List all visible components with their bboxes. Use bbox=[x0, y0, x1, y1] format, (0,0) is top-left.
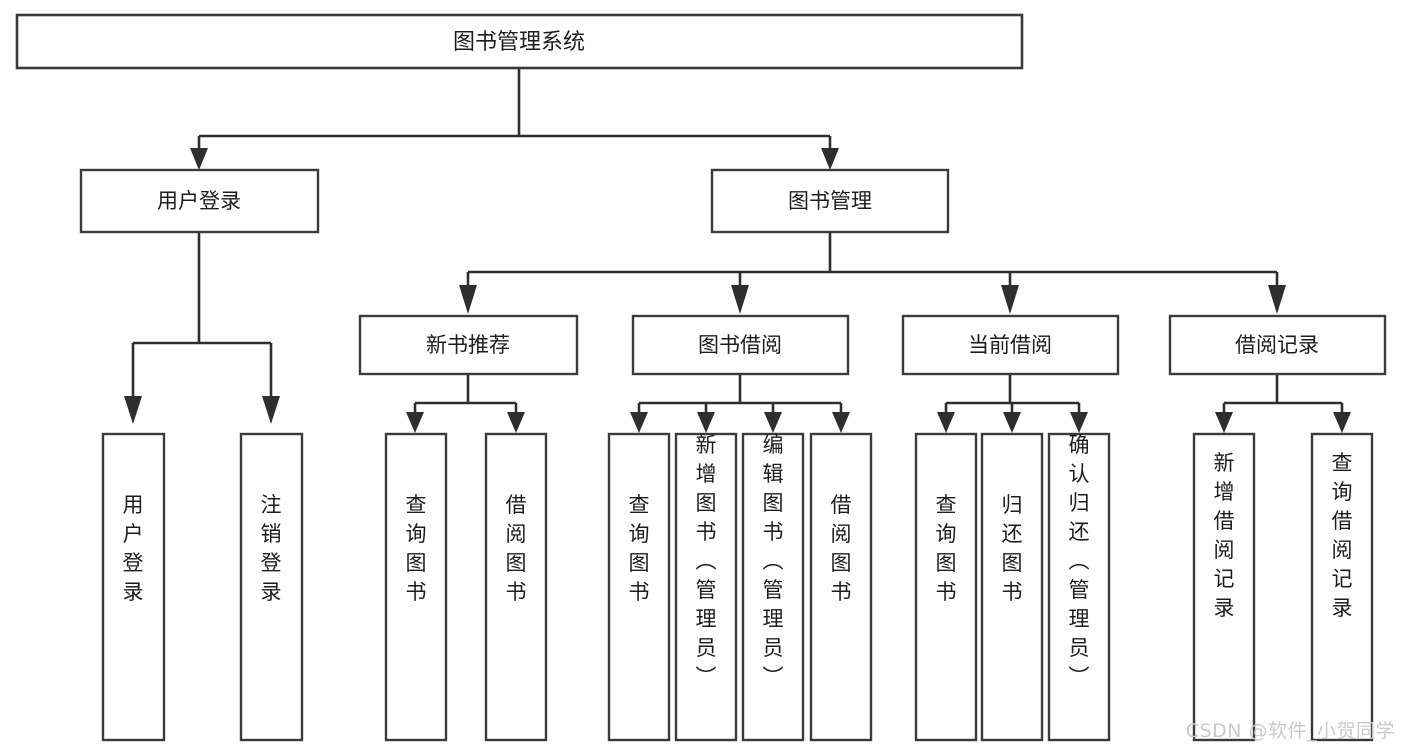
node-new-book-recommend[interactable]: 新书推荐 bbox=[358, 314, 579, 376]
node-leaf-add-record[interactable]: 新增借阅记录 bbox=[1192, 432, 1256, 742]
connector-layer bbox=[124, 68, 1351, 433]
node-book-manage[interactable]: 图书管理 bbox=[710, 168, 950, 234]
leaf-query-book-recommend-label: 查询图书 bbox=[406, 493, 427, 604]
leaf-add-book-box[interactable] bbox=[674, 432, 738, 742]
arrowhead-leaf-add-book bbox=[697, 412, 715, 433]
connector-borrow-to-leaves bbox=[637, 374, 843, 414]
book-manage-label: 图书管理 bbox=[788, 189, 872, 213]
leaf-confirm-return-label: 确认归还︵管理员︶ bbox=[1069, 433, 1090, 689]
borrow-record-label: 借阅记录 bbox=[1235, 333, 1319, 357]
node-leaf-query-record[interactable]: 查询借阅记录 bbox=[1310, 432, 1374, 742]
user-login-label: 用户登录 bbox=[157, 189, 241, 213]
arrowhead-leaf-add-record bbox=[1215, 412, 1233, 433]
leaf-query-book-current-label: 查询图书 bbox=[936, 493, 957, 604]
node-leaf-query-book-borrow[interactable]: 查询图书 bbox=[607, 432, 671, 742]
user-login-box[interactable] bbox=[79, 168, 320, 234]
leaf-borrow-book-recommend-box[interactable] bbox=[484, 432, 548, 742]
arrowhead-current-borrow bbox=[1001, 285, 1019, 314]
node-leaf-user-login[interactable]: 用户登录 bbox=[101, 432, 166, 742]
connector-userlogin-to-leaves bbox=[131, 232, 273, 398]
arrowhead-leaf-confirm-return bbox=[1070, 412, 1088, 433]
root-label: 图书管理系统 bbox=[453, 30, 585, 55]
leaf-borrow-book-label: 借阅图书 bbox=[831, 493, 852, 604]
arrowhead-user-login bbox=[190, 148, 208, 170]
arrowhead-leaf-borrow-book-1 bbox=[507, 412, 525, 433]
new-book-recommend-label: 新书推荐 bbox=[426, 333, 510, 357]
node-leaf-logout[interactable]: 注销登录 bbox=[239, 432, 304, 742]
leaf-borrow-book-recommend-label: 借阅图书 bbox=[506, 493, 527, 604]
book-borrow-box[interactable] bbox=[631, 314, 850, 376]
current-borrow-label: 当前借阅 bbox=[968, 333, 1052, 357]
leaf-return-book-box[interactable] bbox=[980, 432, 1044, 742]
arrowhead-leaf-query-record bbox=[1333, 412, 1351, 433]
arrowhead-leaf-borrow-book-2 bbox=[832, 412, 850, 433]
leaf-query-record-label: 查询借阅记录 bbox=[1332, 451, 1353, 620]
arrowhead-new-book-recommend bbox=[459, 285, 477, 314]
book-borrow-label: 图书借阅 bbox=[698, 333, 782, 357]
new-book-recommend-box[interactable] bbox=[358, 314, 579, 376]
leaf-query-book-current-box[interactable] bbox=[914, 432, 978, 742]
node-root[interactable]: 图书管理系统 bbox=[15, 13, 1024, 70]
leaf-edit-book-label: 编辑图书︵管理员︶ bbox=[763, 433, 784, 689]
leaf-query-book-borrow-label: 查询图书 bbox=[629, 493, 650, 604]
leaf-query-book-borrow-box[interactable] bbox=[607, 432, 671, 742]
leaf-borrow-book-box[interactable] bbox=[809, 432, 873, 742]
leaf-add-record-label: 新增借阅记录 bbox=[1214, 451, 1235, 620]
arrowhead-book-borrow bbox=[731, 285, 749, 314]
leaf-add-book-label: 新增图书︵管理员︶ bbox=[696, 433, 717, 689]
arrowhead-book-manage bbox=[821, 148, 839, 170]
root-box[interactable] bbox=[15, 13, 1024, 70]
arrowhead-leaf-query-book-3 bbox=[937, 412, 955, 433]
connector-record-to-leaves bbox=[1222, 374, 1344, 414]
node-current-borrow[interactable]: 当前借阅 bbox=[901, 314, 1120, 376]
leaf-edit-book-box[interactable] bbox=[741, 432, 805, 742]
leaf-add-record-box[interactable] bbox=[1192, 432, 1256, 742]
leaf-query-record-box[interactable] bbox=[1310, 432, 1374, 742]
leaf-user-login-box[interactable] bbox=[101, 432, 166, 742]
leaf-query-book-recommend-box[interactable] bbox=[384, 432, 448, 742]
arrowhead-leaf-logout bbox=[262, 396, 280, 424]
borrow-record-box[interactable] bbox=[1168, 314, 1387, 376]
book-manage-box[interactable] bbox=[710, 168, 950, 234]
node-book-borrow[interactable]: 图书借阅 bbox=[631, 314, 850, 376]
arrowhead-borrow-record bbox=[1268, 285, 1286, 314]
leaf-confirm-return-box[interactable] bbox=[1047, 432, 1111, 742]
arrowhead-leaf-return-book bbox=[1003, 412, 1021, 433]
node-leaf-confirm-return[interactable]: 确认归还︵管理员︶ bbox=[1047, 432, 1111, 742]
node-leaf-return-book[interactable]: 归还图书 bbox=[980, 432, 1044, 742]
node-borrow-record[interactable]: 借阅记录 bbox=[1168, 314, 1387, 376]
connector-current-to-leaves bbox=[944, 374, 1081, 414]
node-leaf-query-book-recommend[interactable]: 查询图书 bbox=[384, 432, 448, 742]
node-leaf-edit-book[interactable]: 编辑图书︵管理员︶ bbox=[741, 432, 805, 742]
leaf-logout-box[interactable] bbox=[239, 432, 304, 742]
arrowhead-leaf-query-book-2 bbox=[630, 412, 648, 433]
connector-recommend-to-leaves bbox=[413, 374, 518, 414]
arrowhead-leaf-query-book-1 bbox=[406, 412, 424, 433]
node-leaf-borrow-book-recommend[interactable]: 借阅图书 bbox=[484, 432, 548, 742]
leaf-logout-label: 注销登录 bbox=[261, 493, 282, 604]
current-borrow-box[interactable] bbox=[901, 314, 1120, 376]
node-leaf-add-book[interactable]: 新增图书︵管理员︶ bbox=[674, 432, 738, 742]
leaf-user-login-label: 用户登录 bbox=[123, 493, 144, 604]
arrowhead-leaf-user-login bbox=[124, 396, 142, 424]
node-leaf-query-book-current[interactable]: 查询图书 bbox=[914, 432, 978, 742]
node-user-login[interactable]: 用户登录 bbox=[79, 168, 320, 234]
arrowhead-leaf-edit-book bbox=[764, 412, 782, 433]
connector-root-to-level1 bbox=[197, 68, 832, 150]
node-leaf-borrow-book[interactable]: 借阅图书 bbox=[809, 432, 873, 742]
csdn-watermark: CSDN @软件_小贺同学 bbox=[1185, 720, 1395, 742]
leaf-return-book-label: 归还图书 bbox=[1002, 493, 1023, 604]
connector-bookmanage-to-level2 bbox=[466, 232, 1279, 287]
